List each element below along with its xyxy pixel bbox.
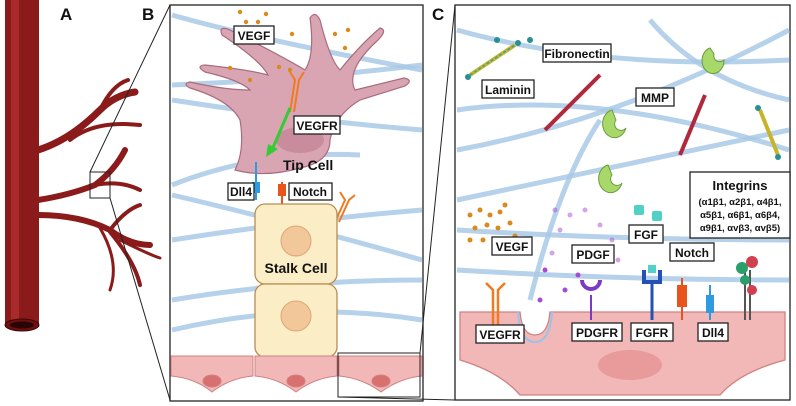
laminin-icon [465,37,533,80]
pdgf-label: PDGF [576,248,609,262]
integrins-list-line: α9β1, αvβ3, αvβ5) [700,223,780,234]
pdgfr-receptor [580,279,602,320]
vegf-label-c: VEGF [496,240,529,254]
fgfr-label: FGFR [636,326,669,340]
dll4-ligand [252,162,260,200]
fgfr-receptor [642,265,662,320]
zoom-line [109,197,171,401]
pdgf-dots [537,207,621,303]
zoom-line [419,4,456,354]
notch-label: Notch [293,185,327,199]
signal-arrow [270,107,292,151]
stalk-cell-label: Stalk Cell [264,260,327,276]
notch-label-c: Notch [675,246,709,260]
panel-c: Fibronectin Laminin MMP VEGF PDGF FGF No… [454,4,791,401]
zoom-box-b [337,352,421,398]
integrin-receptor [736,256,758,320]
tip-cell-label: Tip Cell [283,157,333,173]
fibronectin-icon [543,73,707,156]
vegfr-label: VEGFR [296,119,338,133]
mmp-icon [598,47,725,194]
fgf-icons [634,205,662,221]
notch-receptor-c [677,278,687,320]
panel-label-b: B [142,5,154,24]
fgf-label: FGF [634,228,658,242]
laminin-label: Laminin [485,83,531,97]
panel-b: VEGF VEGFR Tip Cell Dll4 Notch Stalk Cel… [169,4,424,402]
dll4-label-c: Dll4 [702,326,724,340]
panel-label-a: A [60,5,72,24]
zoom-line [89,4,171,173]
endothelial-layer [170,355,423,393]
mmp-label: MMP [641,91,669,105]
nucleus [598,350,662,380]
dll4-ligand-c [706,285,714,320]
zoom-line [337,396,456,401]
integrins-list-line: α5β1, α6β1, α6β4, [700,210,780,221]
vegfr-receptor [289,71,305,113]
integrin-complex-icon [755,105,781,160]
integrins-title: Integrins [713,178,768,193]
vegfr-receptor-c [485,282,506,325]
pdgfr-label: PDGFR [576,326,618,340]
vegf-dots-c [467,202,518,243]
arrow-head-icon [266,144,278,157]
vegf-label: VEGF [238,29,271,43]
panel-label-c: C [432,5,444,24]
blood-vessel [4,0,162,332]
zoom-box-a [89,171,111,199]
dll4-label: Dll4 [230,185,252,199]
integrins-list-line: (α1β1, α2β1, α4β1, [699,197,782,208]
vegfr-label-c: VEGFR [479,328,521,342]
fibronectin-label: Fibronectin [544,47,609,61]
